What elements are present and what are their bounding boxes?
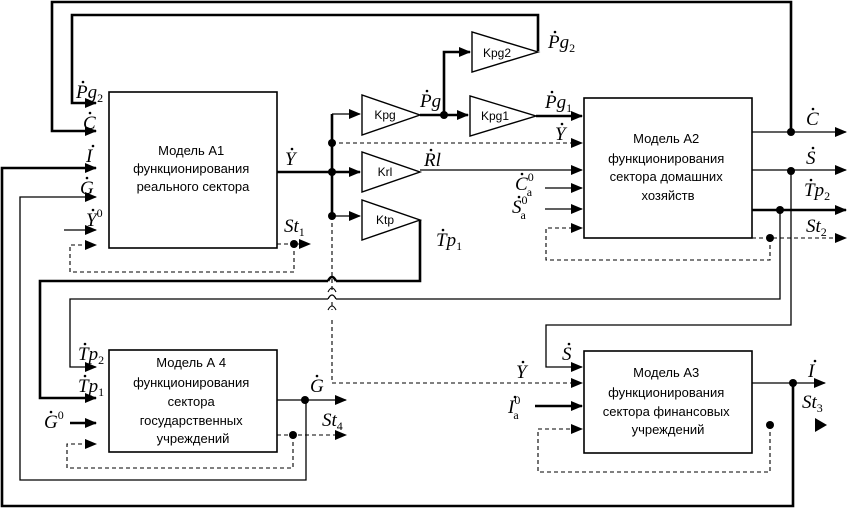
derivative-dot-icon [811, 146, 815, 150]
derivative-dot-icon [91, 208, 95, 212]
line-crossover-hop [327, 287, 337, 311]
a3-output-st3-arrow [815, 418, 827, 432]
line-crossover-hop [326, 275, 338, 282]
gain-ktp [361, 199, 423, 241]
derivative-dot-icon [811, 107, 815, 111]
line-tp1-to-a4 [38, 220, 422, 398]
gain-kpg1-label: Kpg1 [481, 109, 509, 123]
block-a2-label: Модель А2 функционирования сектора домаш… [608, 131, 728, 203]
derivative-dot-icon [429, 148, 433, 152]
signal-label-a1-in-c: C [83, 113, 96, 134]
block-a4-label: Модель А 4 функционирования сектора госу… [133, 355, 253, 446]
derivative-dot-icon [553, 30, 557, 34]
line-s-to-a3 [545, 171, 792, 372]
signal-label-a2-out-c: C [806, 109, 819, 130]
derivative-dot-icon [809, 178, 813, 182]
signal-label-a4-in-g0: G0 [44, 408, 64, 433]
gain-kpg [361, 94, 423, 136]
signal-label-pg: Pg [419, 91, 441, 112]
block-a1 [108, 91, 278, 249]
signal-label-a4-in-tp1: Tp1 [78, 376, 104, 399]
gain-kpg1 [469, 95, 539, 137]
signal-label-st4: St4 [322, 410, 343, 433]
a4-input-st4-feedback [66, 435, 294, 469]
signal-label-y-a1-out: Y [285, 149, 298, 170]
derivative-dot-icon [560, 122, 564, 126]
derivative-dot-icon [81, 80, 85, 84]
gain-kpg2-label: Kpg2 [483, 46, 511, 60]
a1-input-st1-feedback [69, 240, 295, 273]
derivative-dot-icon [441, 228, 445, 232]
signal-label-pg2-top: Pg2 [547, 32, 575, 55]
signal-label-st1: St1 [284, 216, 305, 239]
junction-dot [789, 379, 797, 387]
block-a3 [583, 350, 753, 454]
signal-label-a4-out-g: G [310, 376, 324, 397]
junction-dot [289, 431, 297, 439]
signal-label-rl: Rl [423, 150, 441, 171]
derivative-dot-icon [49, 410, 53, 414]
signal-label-a1-in-g: G [80, 178, 94, 199]
signal-label-a1-in-i: I [85, 146, 94, 167]
signal-label-a2-out-s: S [806, 148, 816, 169]
line-tp2-to-a4 [69, 210, 781, 367]
signal-label-y-a2: Y [555, 124, 568, 145]
signal-label-a1-in-y0: Y0 [86, 206, 103, 231]
derivative-dot-icon [91, 144, 95, 148]
signal-label-st3: St3 [802, 392, 823, 415]
feedback-line-i [0, 163, 795, 508]
derivative-dot-icon [85, 176, 89, 180]
a3-input-st3-feedback [537, 424, 771, 473]
derivative-dot-icon [513, 395, 517, 399]
signal-label-a3-in-s: S [562, 344, 572, 365]
derivative-dot-icon [315, 374, 319, 378]
derivative-dot-icon [520, 172, 524, 176]
gain-krl-label: Krl [378, 165, 393, 179]
block-a4 [108, 349, 278, 453]
signal-label-tp1-out: Tp1 [436, 230, 462, 253]
signal-label-a1-in-pg2: Pg2 [75, 82, 103, 105]
derivative-dot-icon [813, 359, 817, 363]
signal-label-a2-out-tp2: Tp2 [804, 180, 830, 203]
line-crossover-hop [327, 294, 337, 300]
signal-label-st2: St2 [806, 216, 827, 239]
derivative-dot-icon [88, 111, 92, 115]
block-a3-label: Модель А3 функционирования сектора финан… [603, 365, 733, 437]
a2-input-st2-feedback [545, 223, 771, 261]
feedback-line-g [19, 192, 307, 481]
derivative-dot-icon [550, 90, 554, 94]
block-a1-label: Модель А1 функционирования реального сек… [133, 143, 253, 194]
feedback-line-c [50, 0, 793, 136]
junction-dot [301, 396, 309, 404]
signal-label-a3-out-i: I [807, 361, 816, 382]
feedback-line-pg2 [70, 13, 540, 108]
derivative-dot-icon [83, 374, 87, 378]
derivative-dot-icon [567, 342, 571, 346]
signal-label-a3-in-y: Y [516, 362, 529, 383]
line-to-kpg2 [442, 47, 471, 115]
derivative-dot-icon [517, 195, 521, 199]
junction-dot [766, 234, 774, 242]
gain-kpg-label: Kpg [374, 108, 395, 122]
derivative-dot-icon [290, 147, 294, 151]
derivative-dot-icon [425, 89, 429, 93]
derivative-dot-icon [521, 360, 525, 364]
junction-dot [290, 240, 298, 248]
gain-kpg2 [471, 31, 541, 73]
signal-label-a4-in-tp2: Tp2 [78, 344, 104, 367]
derivative-dot-icon [83, 342, 87, 346]
junction-dot [766, 421, 774, 429]
junction-dot [787, 128, 795, 136]
gain-krl [361, 151, 423, 193]
signal-label-pg1: Pg1 [544, 92, 572, 115]
gain-ktp-label: Ktp [376, 213, 394, 227]
block-a2 [583, 97, 753, 239]
